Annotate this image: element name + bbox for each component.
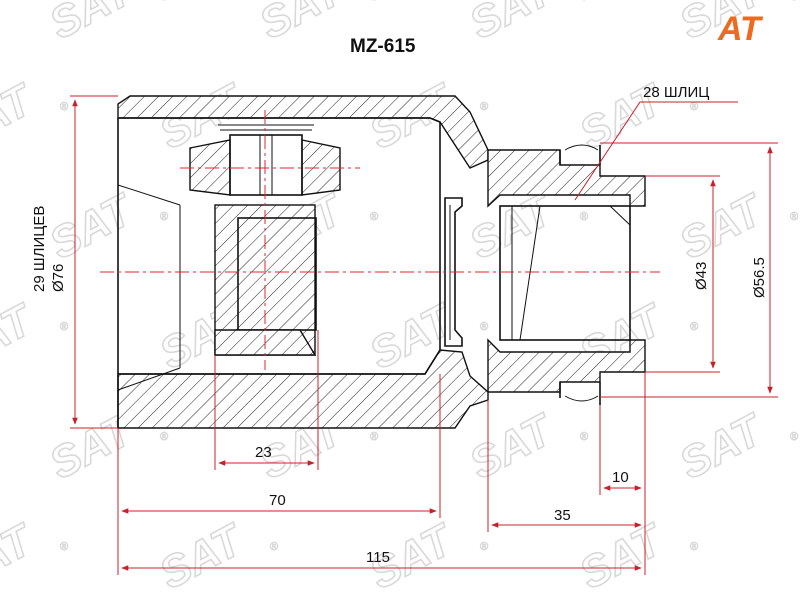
watermark-text: SAT	[152, 514, 253, 599]
watermark-registered-mark: ®	[790, 0, 798, 3]
watermark-registered-mark: ®	[60, 321, 68, 333]
watermark-text: SAT	[0, 74, 42, 159]
watermark-registered-mark: ®	[370, 211, 378, 223]
watermark-registered-mark: ®	[480, 321, 488, 333]
watermark-registered-mark: ®	[580, 0, 588, 3]
flange-diameter-label: Ø56.5	[751, 257, 768, 298]
watermark-registered-mark: ®	[160, 0, 168, 3]
watermark-text: SAT	[42, 0, 143, 49]
watermark-text: SAT	[42, 184, 143, 269]
watermark-text: SAT	[672, 404, 773, 489]
watermark-registered-mark: ®	[580, 431, 588, 443]
dimension-lines	[70, 95, 778, 575]
dim-115-label: 115	[366, 549, 390, 566]
brand-logo: AT	[717, 10, 764, 48]
watermark-text: SAT	[572, 514, 673, 599]
dim-23-label: 23	[255, 444, 272, 461]
watermark-registered-mark: ®	[160, 431, 168, 443]
watermark-registered-mark: ®	[370, 0, 378, 3]
watermark-registered-mark: ®	[370, 431, 378, 443]
watermark-text: SAT	[462, 404, 563, 489]
watermark-text: SAT	[0, 294, 42, 379]
center-lines	[100, 110, 660, 370]
watermark-registered-mark: ®	[790, 431, 798, 443]
watermark-registered-mark: ®	[580, 211, 588, 223]
shaft-diameter-label: Ø43	[693, 262, 710, 290]
dim-70-label: 70	[269, 492, 286, 509]
watermark-text: SAT	[252, 0, 353, 49]
watermark-registered-mark: ®	[690, 101, 698, 113]
watermark-registered-mark: ®	[690, 541, 698, 553]
watermark-text: SAT	[0, 514, 42, 599]
watermark-registered-mark: ®	[690, 321, 698, 333]
dim-10-label: 10	[612, 469, 629, 486]
dim-35-label: 35	[554, 507, 571, 524]
watermark-registered-mark: ®	[60, 541, 68, 553]
watermark-text: SAT	[672, 184, 773, 269]
dimension-labels: 29 ШЛИЦЕВ Ø76 28 ШЛИЦ Ø43 Ø56.5 23 70 35…	[31, 84, 768, 566]
inner-splines-label: 28 ШЛИЦ	[643, 84, 709, 101]
watermark-text: SAT	[462, 0, 563, 49]
watermark-registered-mark: ®	[270, 541, 278, 553]
part-number-title: MZ-615	[350, 36, 416, 57]
watermark-registered-mark: ®	[480, 541, 488, 553]
logo-text: AT	[717, 10, 764, 48]
watermark-registered-mark: ®	[60, 101, 68, 113]
watermark-registered-mark: ®	[480, 101, 488, 113]
watermark-registered-mark: ®	[160, 211, 168, 223]
watermark-registered-mark: ®	[790, 211, 798, 223]
outer-diameter-label: Ø76	[50, 264, 67, 292]
outer-splines-label: 29 ШЛИЦЕВ	[31, 206, 48, 292]
